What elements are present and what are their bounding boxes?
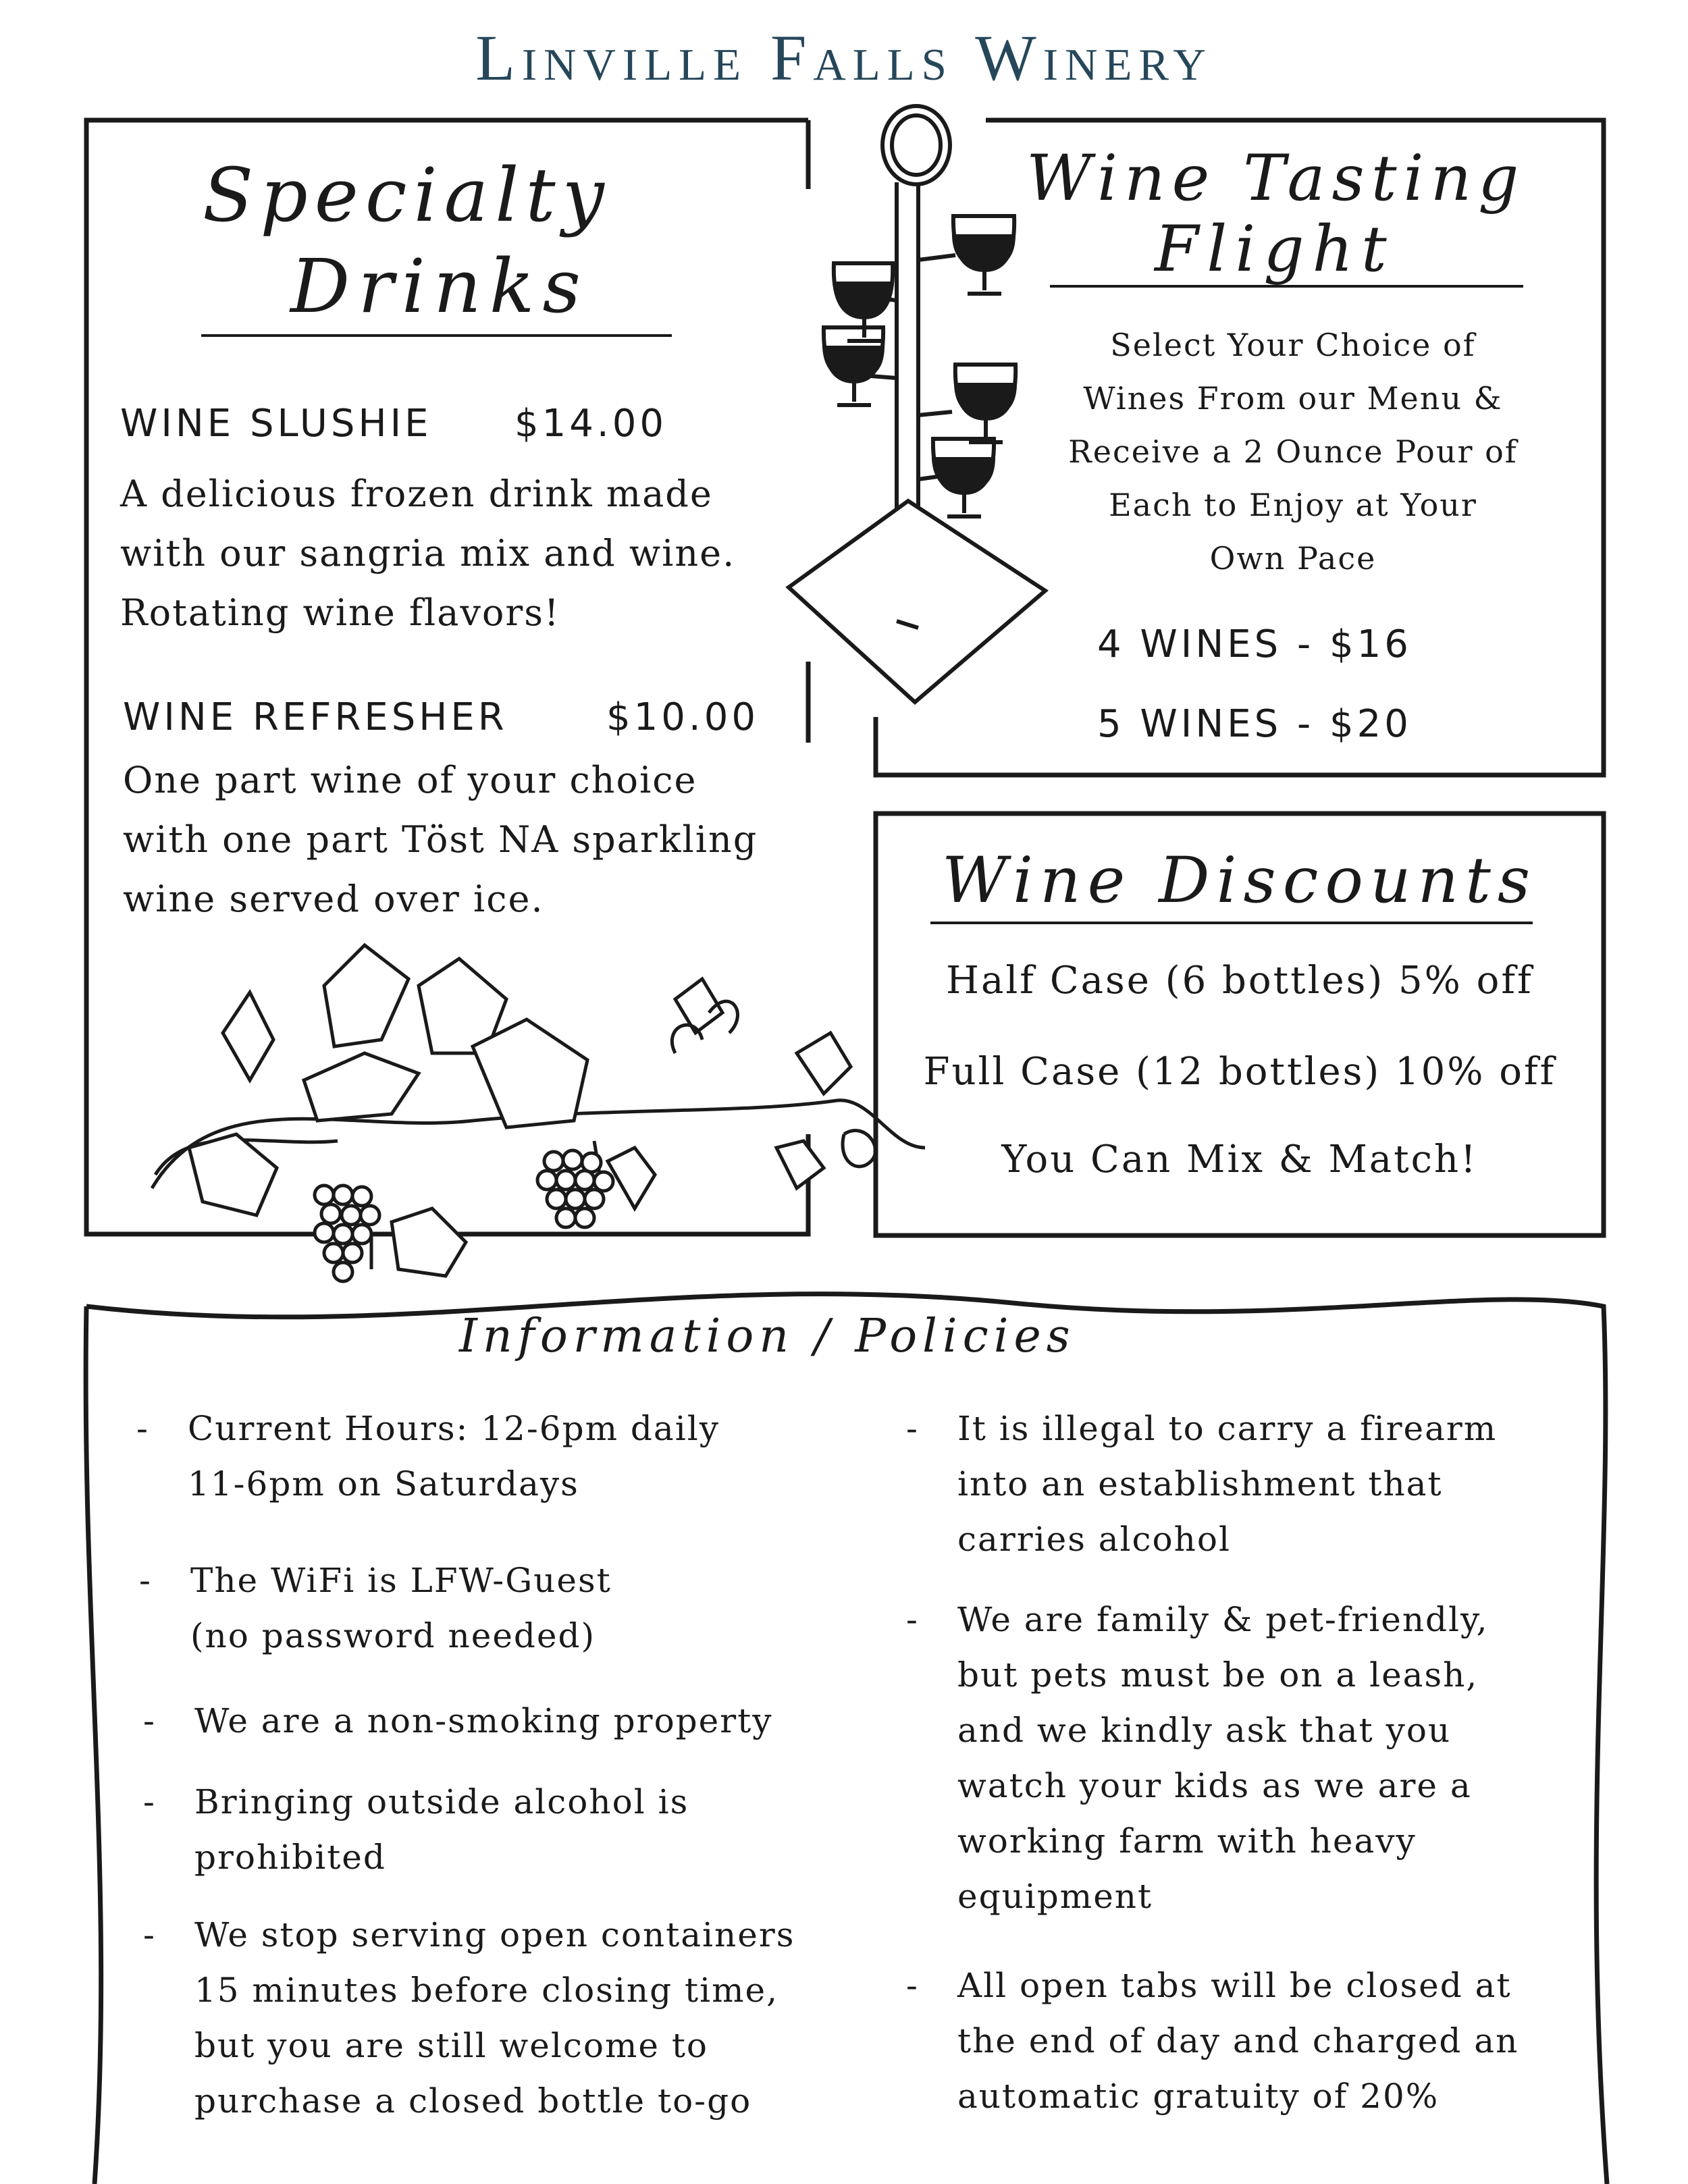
- policy-non-smoking: - We are a non-smoking property: [143, 1693, 773, 1749]
- specialty-box-border: [84, 117, 811, 1237]
- policy-line: carries alcohol: [957, 1520, 1231, 1559]
- policy-line: 15 minutes before closing time,: [194, 1971, 779, 2010]
- flight-desc-line: Wines From our Menu &: [1083, 380, 1503, 417]
- policy-hours: - Current Hours: 12-6pm daily 11-6pm on …: [136, 1401, 720, 1512]
- policy-line: We are family & pet-friendly,: [957, 1600, 1489, 1639]
- policy-line: but pets must be on a leash,: [957, 1655, 1479, 1695]
- policy-line: Bringing outside alcohol is: [194, 1782, 689, 1821]
- bullet-dash: -: [139, 1561, 152, 1600]
- discounts-box-border: [873, 811, 1606, 1238]
- refresher-desc-line: wine served over ice.: [123, 878, 544, 920]
- info-box-border: [83, 1291, 1610, 2184]
- discount-half-case: Half Case (6 bottles) 5% off: [946, 959, 1533, 1003]
- page-title: Linville Falls Winery: [475, 22, 1213, 94]
- flight-desc-line: Each to Enjoy at Your: [1109, 487, 1477, 523]
- policy-family-pets: - We are family & pet-friendly, but pets…: [906, 1592, 1489, 1924]
- discount-mix-match: You Can Mix & Match!: [1001, 1138, 1478, 1181]
- slushie-desc-line: Rotating wine flavors!: [120, 591, 560, 634]
- slushie-description: A delicious frozen drink made with our s…: [120, 464, 735, 643]
- policy-line: Current Hours: 12-6pm daily: [188, 1409, 720, 1448]
- slushie-price: $14.00: [515, 402, 667, 446]
- bullet-dash: -: [143, 1782, 156, 1821]
- policy-line: automatic gratuity of 20%: [957, 2077, 1440, 2116]
- bullet-dash: -: [906, 1600, 919, 1639]
- policy-line: equipment: [957, 1877, 1153, 1916]
- specialty-title-line1: Specialty: [203, 152, 611, 238]
- refresher-desc-line: One part wine of your choice: [123, 759, 697, 801]
- policy-line: prohibited: [194, 1838, 386, 1877]
- flight-price-5: 5 WINES - $20: [1097, 702, 1412, 746]
- policy-line: working farm with heavy: [957, 1821, 1417, 1861]
- policy-line: but you are still welcome to: [194, 2026, 709, 2065]
- policy-line: the end of day and charged an: [957, 2021, 1519, 2060]
- policy-line: 11-6pm on Saturdays: [188, 1464, 579, 1503]
- policy-line: purchase a closed bottle to-go: [194, 2081, 752, 2121]
- flight-title-line1: Wine Tasting: [1026, 142, 1526, 215]
- wine-flight-stand-icon: [785, 104, 1049, 705]
- policy-line: It is illegal to carry a firearm: [957, 1409, 1498, 1448]
- flight-title-line2: Flight: [1155, 213, 1395, 286]
- policy-line: We stop serving open containers: [194, 1915, 795, 1954]
- info-title: Information / Policies: [459, 1310, 1076, 1363]
- slushie-desc-line: A delicious frozen drink made: [120, 473, 713, 515]
- slushie-name: WINE SLUSHIE: [120, 402, 432, 446]
- flight-desc-line: Receive a 2 Ounce Pour of: [1068, 433, 1518, 470]
- bullet-dash: -: [136, 1409, 149, 1448]
- bullet-dash: -: [906, 1409, 919, 1448]
- refresher-desc-line: with one part Töst NA sparkling: [123, 818, 758, 861]
- policy-open-containers: - We stop serving open containers 15 min…: [143, 1907, 795, 2129]
- refresher-price: $10.00: [606, 695, 759, 739]
- flight-description: Select Your Choice of Wines From our Men…: [1026, 319, 1560, 585]
- grape-cluster-icon: [313, 1148, 615, 1283]
- policy-wifi: - The WiFi is LFW-Guest (no password nee…: [139, 1553, 612, 1663]
- bullet-dash: -: [143, 1915, 156, 1954]
- specialty-title-line2: Drinks: [290, 243, 589, 329]
- policy-line: All open tabs will be closed at: [957, 1966, 1512, 2005]
- policy-line: We are a non-smoking property: [194, 1701, 773, 1740]
- grapevine-icon: [150, 942, 926, 1278]
- policy-line: into an establishment that: [957, 1464, 1443, 1503]
- policy-line: and we kindly ask that you: [957, 1711, 1452, 1750]
- bullet-dash: -: [143, 1701, 156, 1740]
- refresher-name: WINE REFRESHER: [123, 695, 508, 739]
- bullet-dash: -: [906, 1966, 919, 2005]
- policy-open-tabs: - All open tabs will be closed at the en…: [906, 1958, 1519, 2124]
- policy-firearms: - It is illegal to carry a firearm into …: [906, 1401, 1498, 1567]
- policy-line: The WiFi is LFW-Guest: [190, 1561, 612, 1600]
- policy-line: watch your kids as we are a: [957, 1766, 1472, 1805]
- flight-desc-line: Own Pace: [1209, 540, 1377, 577]
- flight-price-4: 4 WINES - $16: [1097, 622, 1412, 666]
- discount-full-case: Full Case (12 bottles) 10% off: [923, 1050, 1556, 1094]
- slushie-desc-line: with our sangria mix and wine.: [120, 532, 736, 575]
- discounts-title: Wine Discounts: [942, 844, 1537, 917]
- policy-line: (no password needed): [190, 1616, 596, 1655]
- policy-outside-alcohol: - Bringing outside alcohol is prohibited: [143, 1774, 689, 1885]
- refresher-description: One part wine of your choice with one pa…: [123, 751, 758, 929]
- flight-box-border: [873, 117, 1606, 778]
- flight-desc-line: Select Your Choice of: [1110, 327, 1476, 363]
